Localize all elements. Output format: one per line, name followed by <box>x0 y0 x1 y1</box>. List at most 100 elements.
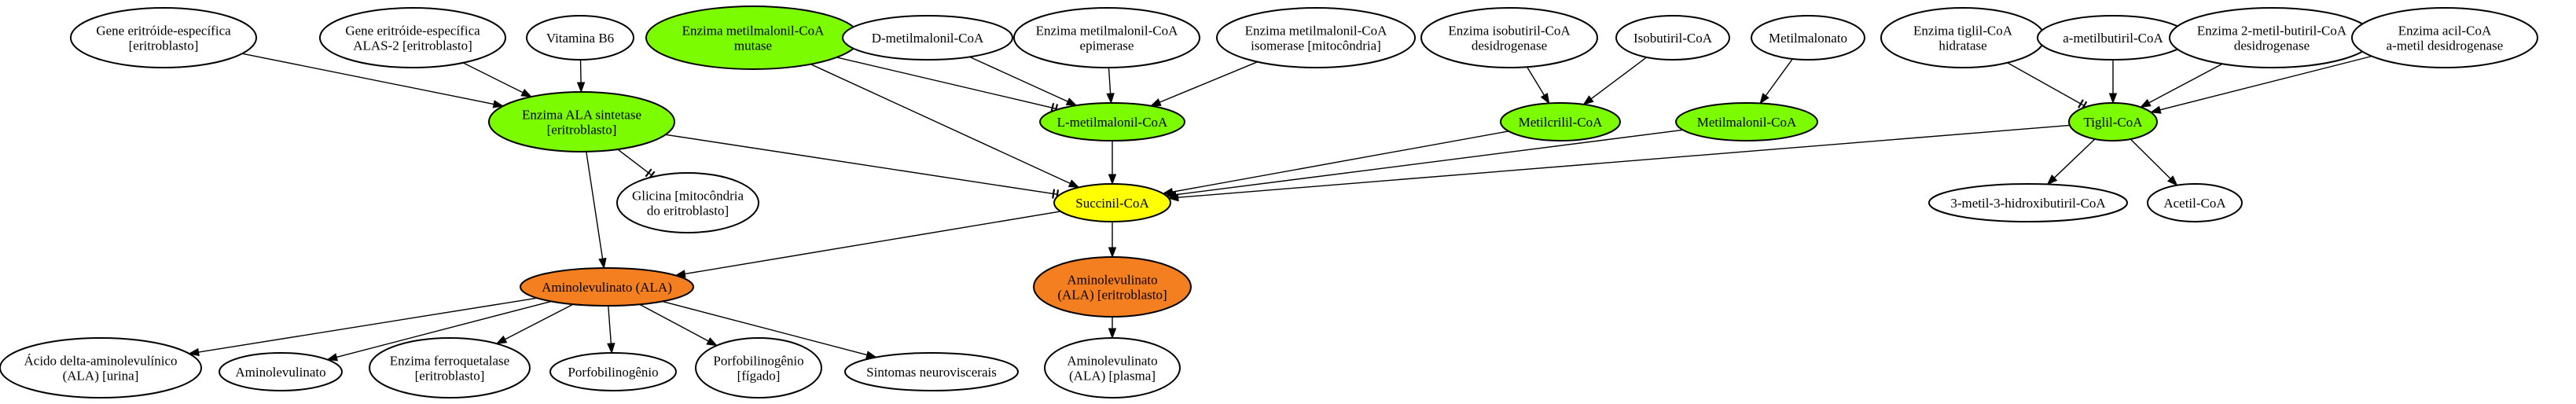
node-label: L-metilmalonil-CoA <box>1057 115 1168 130</box>
node-label: Enzima metilmalonil-CoA <box>1036 24 1179 39</box>
node-ellipse <box>1675 102 1818 141</box>
node-label: [eritroblasto] <box>547 123 617 138</box>
edge-line <box>662 300 868 356</box>
node-ellipse <box>219 352 343 391</box>
node-label: [eritroblasto] <box>129 39 199 53</box>
edge-tiglil-to-hib <box>2046 138 2096 185</box>
edge-metacr-to-succ <box>1162 130 1509 196</box>
node-acetyl: Acetil-CoA <box>2147 183 2243 222</box>
node-label: 3-metil-3-hidroxibutiril-CoA <box>1950 196 2106 211</box>
node-ellipse <box>0 337 202 398</box>
node-vit_b6: Vitamina B6 <box>526 15 634 61</box>
edge-line <box>1108 67 1112 94</box>
edge-line <box>579 59 582 83</box>
node-tiglil: Tiglil-CoA <box>2068 102 2158 141</box>
arrowhead-icon <box>1540 93 1550 105</box>
edge-line <box>810 64 1071 185</box>
edge-metmal-to-mmcoa <box>1759 58 1793 105</box>
arrowhead-icon <box>492 100 505 108</box>
arrowhead-icon <box>1108 328 1117 340</box>
node-label: Isobutiril-CoA <box>1633 31 1713 46</box>
edges-layer <box>188 53 2372 362</box>
edge-gene_alas2-to-alas <box>462 62 533 97</box>
edge-isom-to-lmm <box>1149 61 1258 107</box>
node-mmcoa: Metilmalonil-CoA <box>1675 102 1818 141</box>
node-hib: 3-metil-3-hidroxibutiril-CoA <box>1928 183 2128 222</box>
node-label: Succinil-CoA <box>1075 196 1149 211</box>
node-label: Sintomas neuroviscerais <box>866 365 997 380</box>
node-ellipse <box>616 172 759 233</box>
node-aminol: Aminolevulinato <box>219 352 343 391</box>
edge-line <box>1590 57 1648 100</box>
node-ellipse <box>1033 256 1192 318</box>
node-ellipse <box>842 15 1013 61</box>
node-label: ALAS-2 [eritroblasto] <box>353 39 472 53</box>
node-ellipse <box>844 352 1019 391</box>
edge-line <box>1159 61 1258 103</box>
edge-amb_coa-to-tiglil <box>2108 60 2118 105</box>
node-label: Porfobilinogênio <box>713 354 803 369</box>
node-label: a-metilbutiril-CoA <box>2063 31 2163 46</box>
edge-line <box>969 56 1068 102</box>
inhibition-bar-icon <box>2078 99 2084 108</box>
edge-line <box>608 305 612 344</box>
node-ellipse <box>526 15 634 61</box>
arrowhead-icon <box>1167 193 1179 202</box>
arrowhead-icon <box>520 88 533 97</box>
node-ellipse <box>1615 15 1730 61</box>
node-label: Enzima isobutiril-CoA <box>1448 24 1571 39</box>
node-label: isomerase [mitocôndria] <box>1251 39 1381 53</box>
node-label: Enzima acil-CoA <box>2398 24 2492 39</box>
edge-line <box>2053 138 2096 178</box>
arrowhead-icon <box>598 257 607 270</box>
node-label: Metilmalonato <box>1769 31 1847 46</box>
edge-ala-to-ferro <box>495 303 574 344</box>
node-ellipse <box>1044 337 1181 398</box>
node-ellipse <box>369 337 531 398</box>
node-ellipse <box>549 352 677 391</box>
node-ellipse <box>1053 183 1171 222</box>
node-ala_erit: Aminolevulinato(ALA) [eritroblasto] <box>1033 256 1192 318</box>
arrowhead-icon <box>1582 95 1594 105</box>
node-label: Aminolevulinato <box>235 365 325 380</box>
node-label: epimerase <box>1080 39 1134 53</box>
node-label: desidrogenase <box>1472 39 1547 53</box>
node-succ: Succinil-CoA <box>1053 183 1171 222</box>
arrowhead-icon <box>2139 98 2152 108</box>
node-label: Enzima metilmalonil-CoA <box>1245 24 1388 39</box>
edge-mmcoa-to-succ <box>1165 129 1683 199</box>
node-label: Aminolevulinato <box>1067 273 1157 288</box>
arrowhead-icon <box>1106 93 1115 105</box>
node-label: Metilmalonil-CoA <box>1697 115 1797 130</box>
node-label: Gene eritróide-específica <box>345 24 480 39</box>
node-ellipse <box>1013 7 1200 68</box>
edge-epim-to-lmm <box>1106 67 1115 105</box>
node-metacr: Metilcrilil-CoA <box>1500 102 1621 141</box>
inhibition-bar-icon <box>645 168 652 178</box>
node-porfob_f: Porfobilinogênio[fígado] <box>695 337 822 398</box>
node-label: Enzima tiglil-CoA <box>1913 24 2013 39</box>
node-ellipse <box>1500 102 1621 141</box>
edge-line <box>2148 63 2223 104</box>
node-ellipse <box>319 7 506 68</box>
arrowhead-icon <box>576 82 586 94</box>
node-label: [eritroblasto] <box>415 369 485 384</box>
node-label: [fígado] <box>737 369 781 384</box>
edge-line <box>586 151 604 259</box>
node-label: (ALA) [urina] <box>63 369 139 384</box>
node-label: Porfobilinogênio <box>568 365 658 380</box>
edge-line <box>198 297 538 353</box>
edge-line <box>336 300 552 358</box>
node-label: do eritroblasto] <box>647 204 729 219</box>
edge-ala-to-aminol <box>326 300 552 362</box>
node-label: Ácido delta-aminolevulínico <box>24 354 178 369</box>
node-label: Enzima ferroquetalase <box>390 354 509 369</box>
arrowhead-icon <box>1759 93 1769 105</box>
arrowhead-icon <box>1149 98 1162 107</box>
node-label: Tiglil-CoA <box>2084 115 2144 130</box>
